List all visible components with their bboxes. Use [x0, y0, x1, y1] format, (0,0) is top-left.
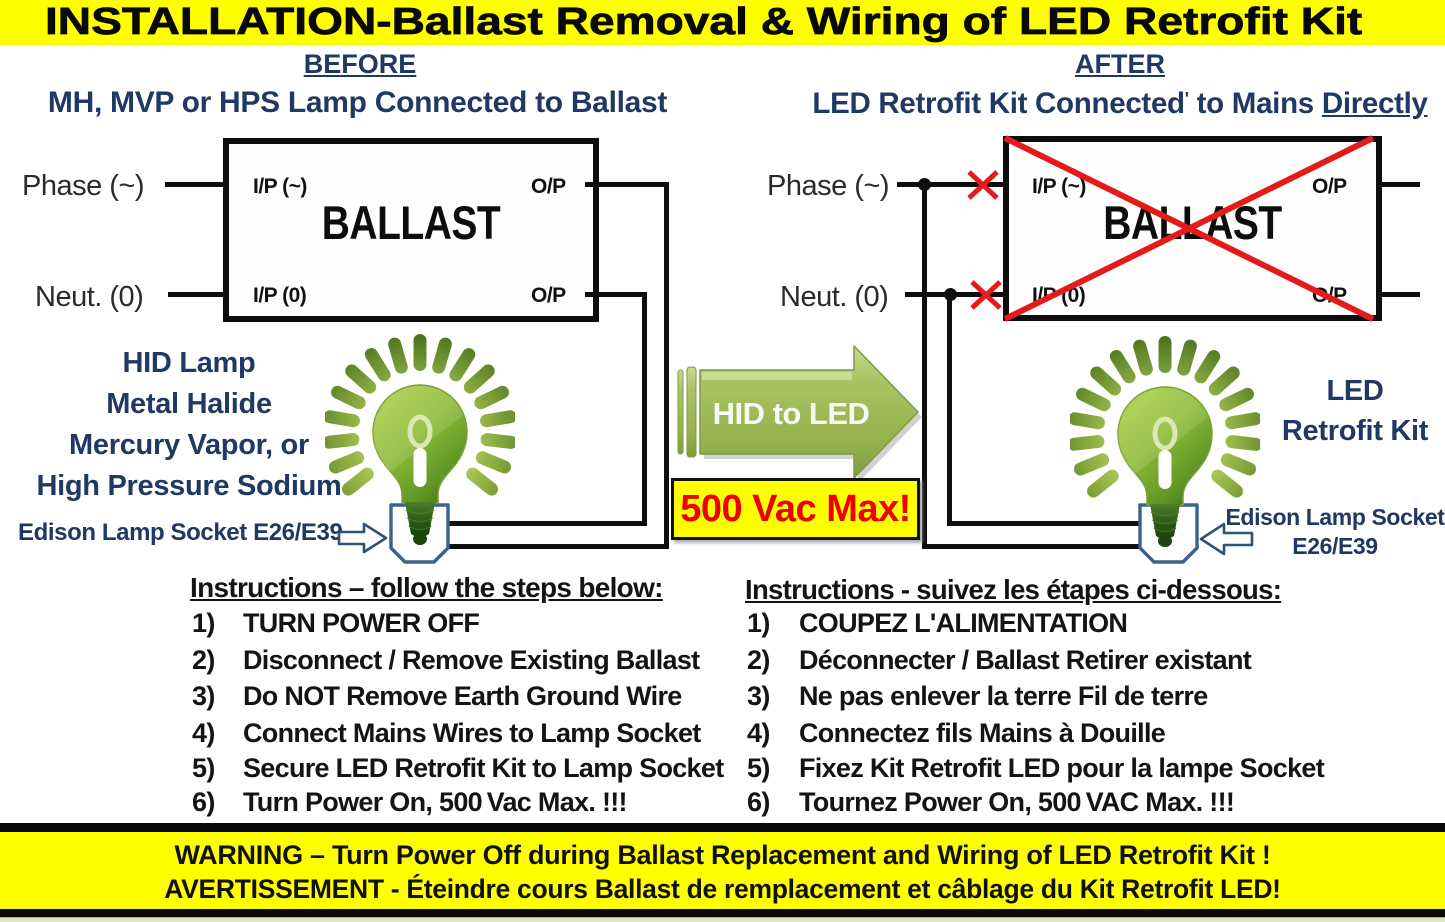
- svg-text:HID to LED: HID to LED: [713, 396, 870, 431]
